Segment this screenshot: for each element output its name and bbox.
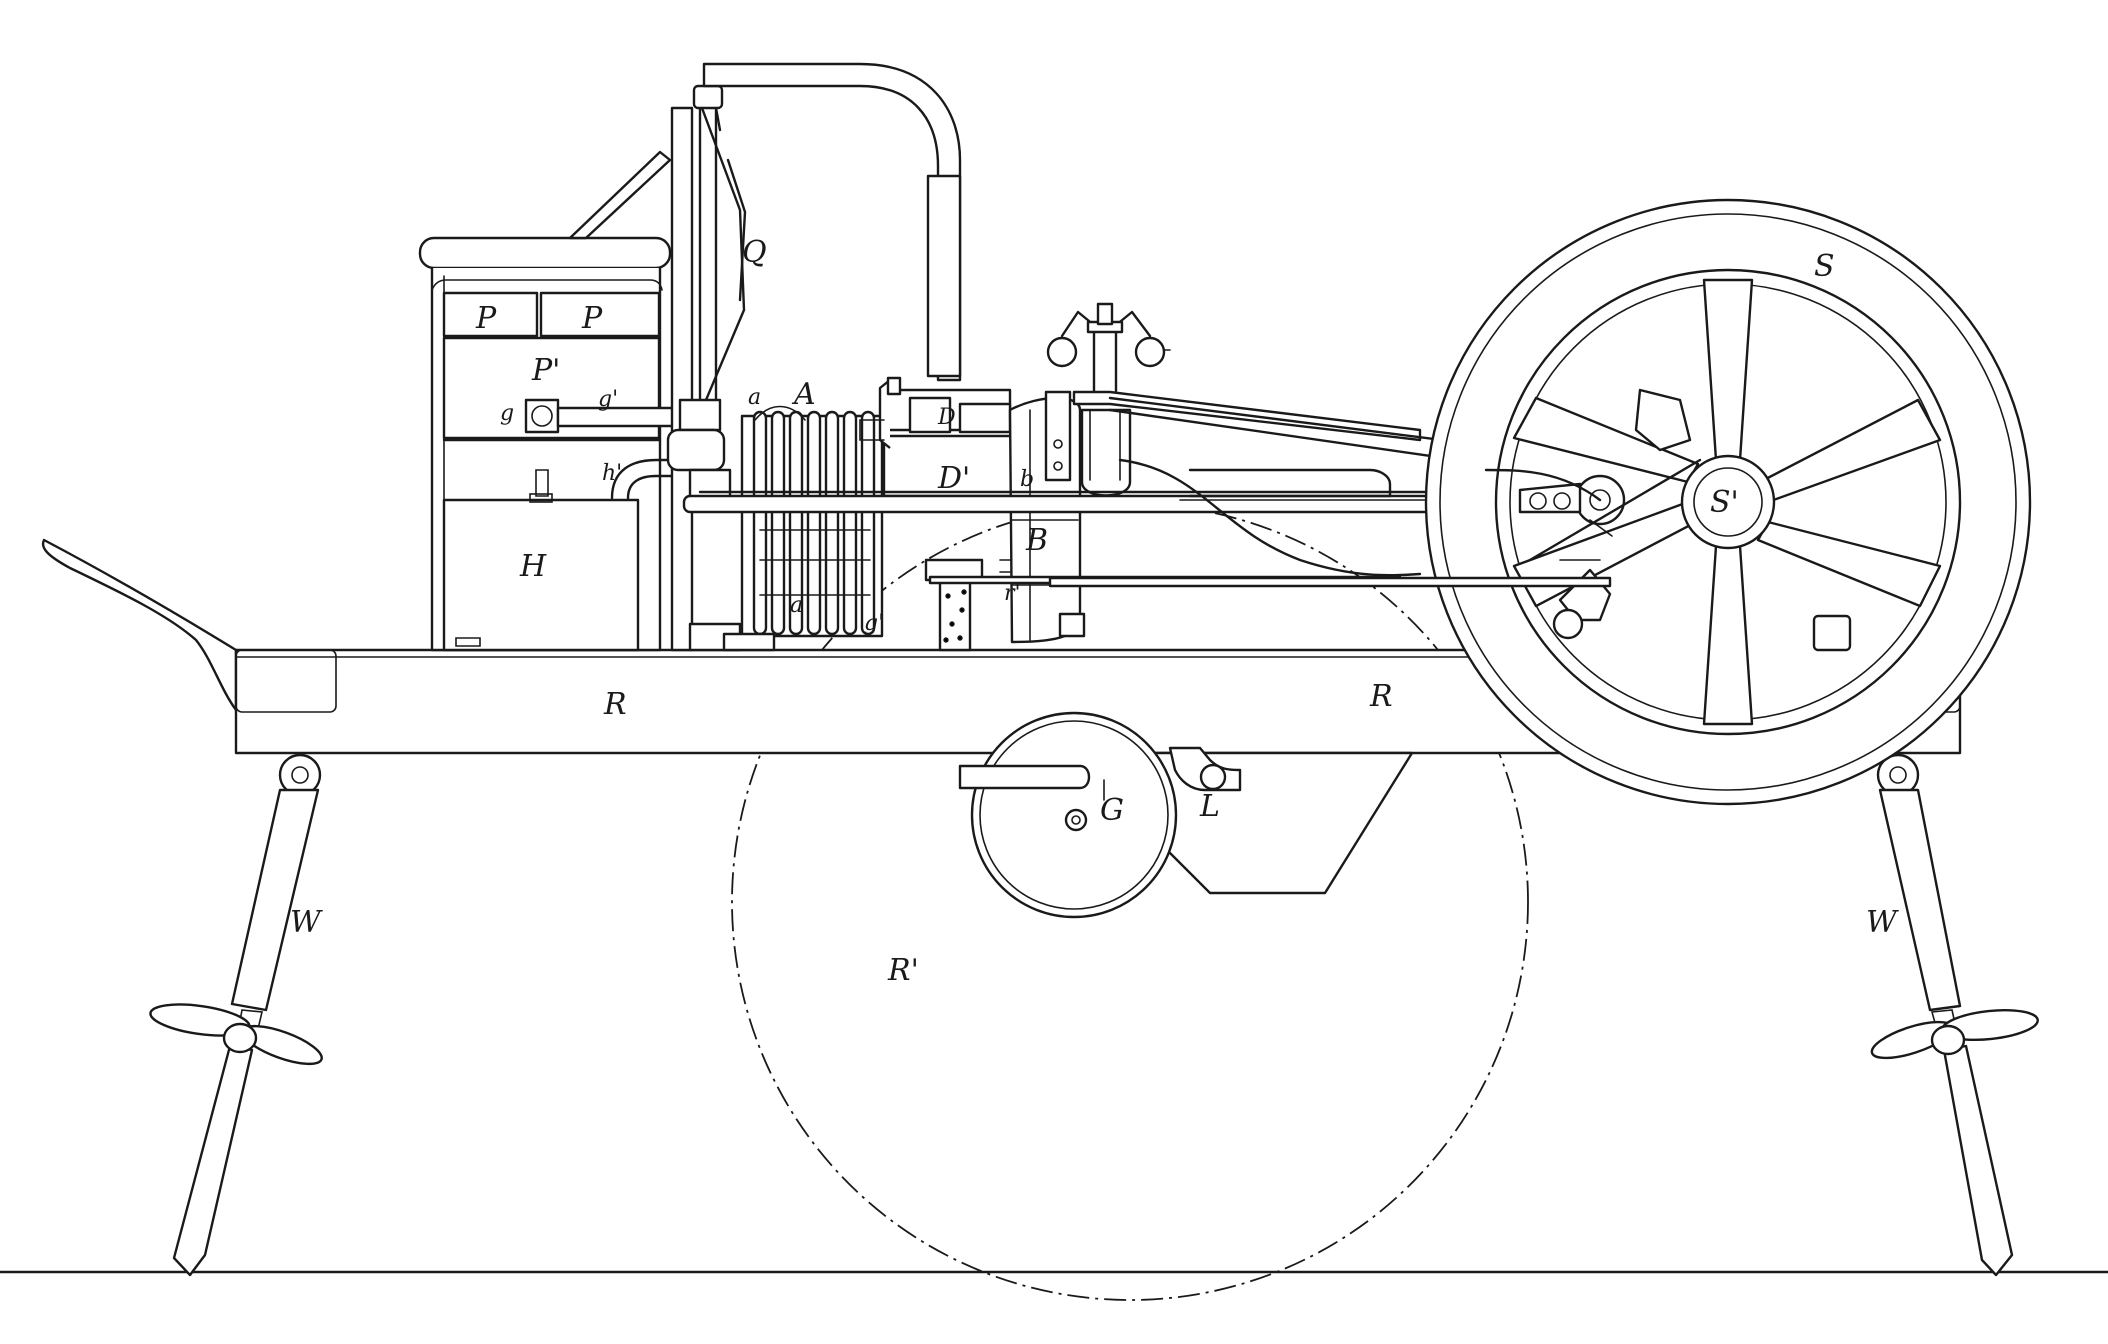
column-Q bbox=[666, 84, 747, 652]
label-g-prime-bottom: g' bbox=[864, 611, 884, 636]
label-R-left: R bbox=[603, 687, 627, 722]
label-h-prime: h' bbox=[602, 461, 622, 486]
label-g: g bbox=[500, 401, 514, 426]
label-a-top: a bbox=[748, 385, 761, 410]
label-P-left: P bbox=[475, 301, 497, 336]
right-leg bbox=[1870, 753, 2039, 1277]
tank-cabinet bbox=[418, 236, 680, 652]
label-Q: Q bbox=[742, 235, 767, 270]
label-P-right: P bbox=[581, 301, 603, 336]
left-leg bbox=[149, 753, 323, 1277]
label-W-right: W bbox=[1866, 905, 1899, 940]
label-D-prime: D' bbox=[937, 461, 970, 496]
gear-G bbox=[958, 711, 1242, 919]
cylinder-fins bbox=[740, 405, 884, 638]
crank-assembly bbox=[1484, 388, 1852, 652]
label-B: B bbox=[1025, 523, 1048, 558]
label-A: A bbox=[791, 377, 816, 412]
overhead-pipe bbox=[702, 62, 962, 382]
label-R-prime: R' bbox=[887, 953, 919, 988]
label-a-bottom: a bbox=[790, 593, 803, 618]
label-L: L bbox=[1199, 789, 1220, 824]
label-g-prime-top: g' bbox=[598, 387, 618, 412]
label-S-prime: S' bbox=[1710, 485, 1739, 520]
road-wheel-dashed bbox=[731, 503, 1529, 1301]
tank-handle bbox=[568, 150, 672, 240]
label-R-right: R bbox=[1369, 679, 1393, 714]
lower-rod bbox=[1048, 576, 1612, 588]
label-H: H bbox=[519, 549, 547, 584]
label-D: D bbox=[937, 405, 956, 430]
label-G: G bbox=[1100, 793, 1124, 828]
frame-left-inset bbox=[235, 649, 337, 713]
label-W-left: W bbox=[290, 905, 323, 940]
label-b: b bbox=[1020, 467, 1034, 492]
flyball-governor bbox=[1046, 302, 1171, 400]
label-S: S bbox=[1814, 249, 1835, 284]
flywheel-S bbox=[1424, 198, 2032, 806]
label-r-prime: r' bbox=[1004, 581, 1021, 606]
label-P-prime: P' bbox=[531, 353, 560, 388]
bracket-b bbox=[1044, 390, 1132, 497]
pipe-h-prime bbox=[610, 458, 678, 500]
valve-D bbox=[859, 376, 1016, 498]
front-seat bbox=[41, 538, 238, 712]
labels: S Q P P P' g g' h' H a A a g' D D' b B r… bbox=[290, 235, 1899, 988]
